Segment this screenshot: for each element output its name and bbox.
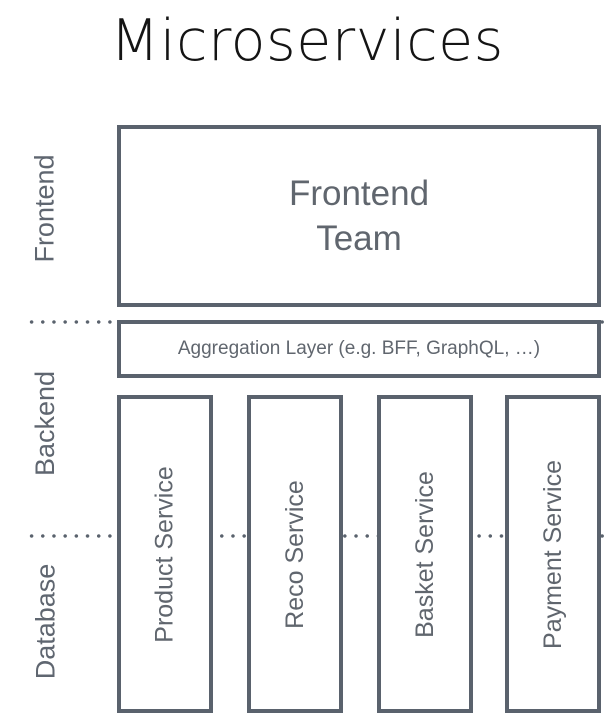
box-reco-service-label: Reco Service bbox=[280, 479, 309, 629]
box-aggregation-layer-label: Aggregation Layer (e.g. BFF, GraphQL, …) bbox=[177, 338, 541, 359]
box-frontend-team[interactable]: Frontend Team bbox=[117, 125, 601, 307]
box-basket-service-label: Basket Service bbox=[410, 470, 439, 638]
box-payment-service-label: Payment Service bbox=[538, 459, 567, 649]
lane-label-backend: Backend bbox=[30, 370, 60, 477]
diagram-title: Microservices bbox=[110, 8, 504, 74]
box-payment-service[interactable]: Payment Service bbox=[505, 395, 601, 713]
box-aggregation-layer[interactable]: Aggregation Layer (e.g. BFF, GraphQL, …) bbox=[117, 320, 601, 378]
lane-label-frontend: Frontend bbox=[29, 154, 60, 263]
box-frontend-team-label: Frontend Team bbox=[288, 174, 430, 258]
box-product-service-label: Product Service bbox=[150, 465, 179, 643]
box-product-service[interactable]: Product Service bbox=[117, 395, 213, 713]
lane-label-database: Database bbox=[30, 563, 61, 680]
box-reco-service[interactable]: Reco Service bbox=[247, 395, 343, 713]
box-basket-service[interactable]: Basket Service bbox=[377, 395, 473, 713]
